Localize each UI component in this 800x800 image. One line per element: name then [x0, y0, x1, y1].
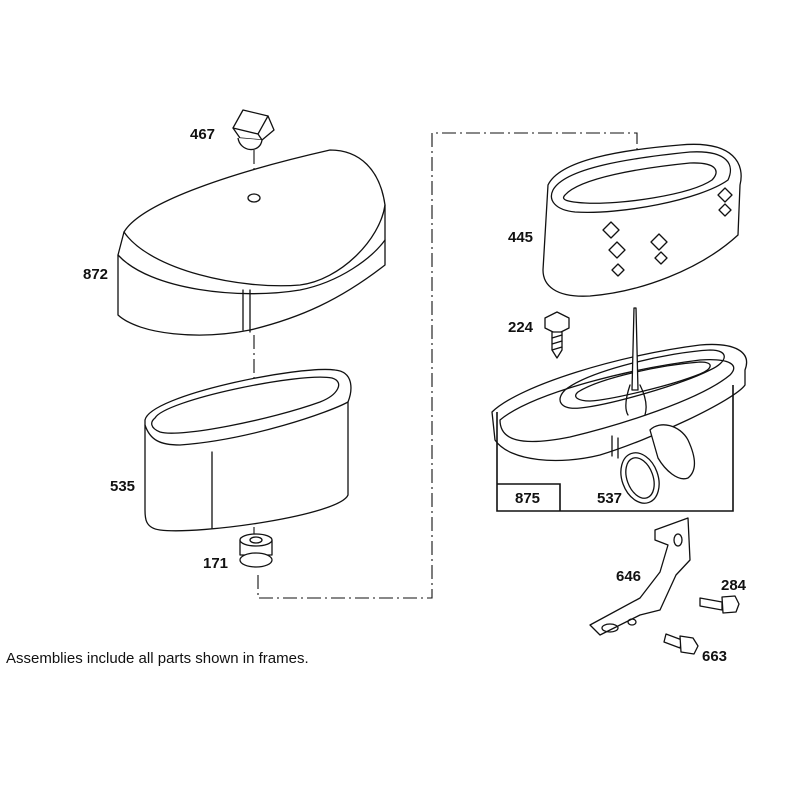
label-467: 467: [190, 126, 215, 143]
label-663: 663: [702, 648, 727, 665]
label-224: 224: [508, 319, 534, 336]
pre-cleaner-535: [144, 368, 352, 532]
connector-line: [257, 132, 638, 599]
grommet-171: [239, 533, 273, 568]
screw-224: [544, 311, 570, 359]
base-875: [491, 307, 748, 480]
label-646: 646: [616, 568, 641, 585]
label-171: 171: [203, 555, 228, 572]
footnote: Assemblies include all parts shown in fr…: [6, 650, 309, 667]
bolt-663: [663, 633, 699, 655]
label-284: 284: [721, 577, 747, 594]
label-535: 535: [110, 478, 135, 495]
gasket-537-inner: [625, 457, 655, 499]
bolt-284: [699, 595, 740, 614]
gasket-537: [620, 452, 660, 504]
assembly-frame: [496, 385, 734, 512]
label-445: 445: [508, 229, 533, 246]
label-537: 537: [597, 490, 622, 507]
air-filter-445: [542, 143, 742, 297]
knob-467: [232, 109, 275, 151]
cover-872: [117, 149, 386, 336]
label-875: 875: [515, 490, 540, 507]
label-872: 872: [83, 266, 108, 283]
bracket-646: [589, 517, 691, 636]
